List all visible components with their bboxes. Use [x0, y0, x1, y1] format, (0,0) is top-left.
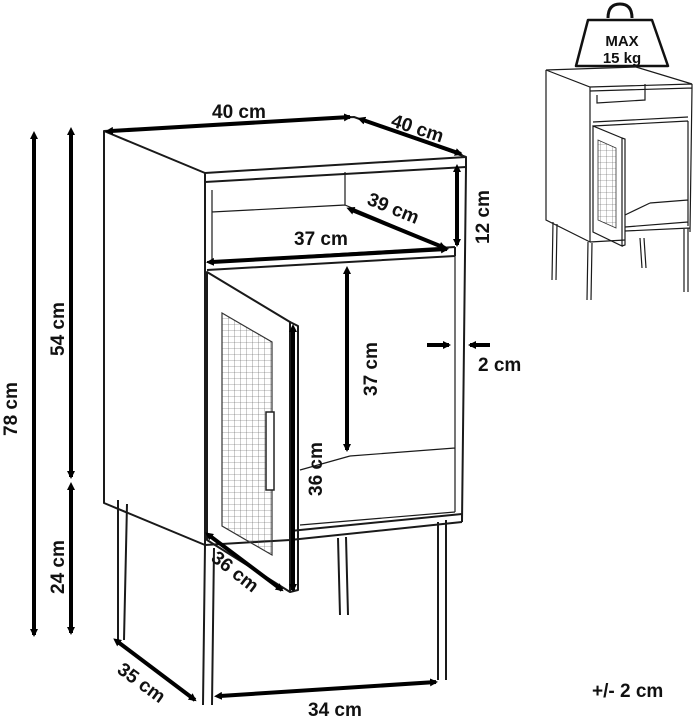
legs	[117, 500, 447, 706]
label-door-height: 36 cm	[306, 442, 327, 496]
dimension-arrows	[30, 113, 490, 702]
cabinet-top-front-thickness	[204, 166, 467, 183]
load-preview-drawing: MAX 15 kg	[545, 2, 693, 301]
cabinet-left-side	[103, 131, 206, 546]
label-panel-thickness: 2 cm	[478, 355, 521, 376]
label-cabinet-inner-height: 37 cm	[361, 342, 382, 396]
door-rattan-mesh	[221, 311, 273, 557]
label-total-height: 78 cm	[1, 382, 22, 436]
label-leg-depth: 35 cm	[113, 659, 169, 708]
lower-compartment-inner	[299, 256, 456, 526]
preview-door	[592, 125, 626, 247]
weight-label-kg: 15 kg	[603, 50, 641, 67]
preview-legs	[551, 221, 689, 301]
preview-door-mesh	[597, 139, 617, 229]
label-top-depth: 40 cm	[388, 111, 446, 148]
weight-icon: MAX 15 kg	[574, 2, 670, 68]
weight-label-max: MAX	[605, 33, 638, 50]
label-tolerance: +/- 2 cm	[592, 681, 663, 702]
label-top-width: 40 cm	[212, 102, 266, 123]
label-open-shelf-height: 12 cm	[473, 190, 494, 244]
label-leg-width: 34 cm	[308, 700, 362, 720]
label-body-height: 54 cm	[48, 302, 69, 356]
label-inner-width: 37 cm	[294, 229, 348, 250]
cabinet-front-right-edge	[461, 157, 467, 523]
door-handle	[265, 411, 275, 491]
label-shelf-depth: 39 cm	[364, 189, 422, 229]
label-leg-height: 24 cm	[48, 540, 69, 594]
preview-cabinet	[545, 66, 693, 243]
